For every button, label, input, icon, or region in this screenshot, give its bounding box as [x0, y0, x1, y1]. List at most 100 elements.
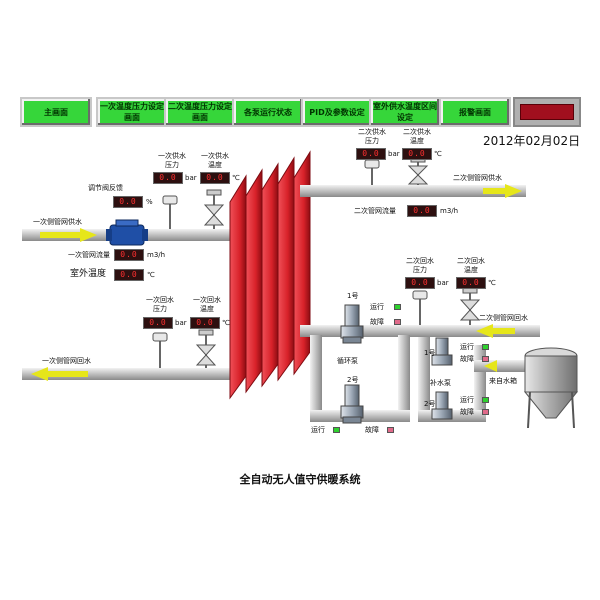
secondary-supply-temp-display: 0.0: [402, 148, 432, 160]
flow-arrow-tank-feed: [484, 360, 497, 372]
unit-celsius: ℃: [488, 279, 496, 287]
secondary-flow-display: 0.0: [407, 205, 437, 217]
primary-flow-display: 0.0: [114, 249, 144, 261]
secondary-return-temp-display: 0.0: [456, 277, 486, 289]
makeup-pump-1-icon[interactable]: [431, 337, 453, 366]
thermometer-icon: [459, 287, 481, 325]
circ-pump-1-running-lamp: [394, 304, 401, 310]
flow-arrow-primary-return: [48, 371, 88, 377]
secondary-return-label: 二次侧管网回水: [479, 314, 528, 322]
unit-bar: bar: [388, 150, 400, 158]
unit-bar: bar: [185, 174, 197, 182]
heat-exchanger: [229, 150, 311, 400]
circ-pump-2-label: 2号: [347, 376, 359, 384]
secondary-flow-label: 二次管网流量: [354, 207, 396, 215]
control-valve-icon[interactable]: [106, 219, 148, 246]
circ-pump-1-fault-label: 故障: [370, 318, 384, 326]
makeup-pump-1-running-label: 运行: [460, 343, 474, 351]
nav-primary-setpoint-button[interactable]: 一次温度压力设定画面: [96, 97, 168, 127]
nav-pid-params-button[interactable]: PID及参数设定: [301, 97, 373, 127]
primary-supply-pressure-display: 0.0: [153, 172, 183, 184]
circ-pump-1-fault-lamp: [394, 319, 401, 325]
thermometer-icon: [407, 156, 429, 185]
secondary-supply-label: 二次侧管网供水: [453, 174, 502, 182]
makeup-pump-2-icon[interactable]: [431, 391, 453, 420]
circ-pump-2-running-label: 运行: [311, 426, 325, 434]
flow-arrow-secondary-return-head: [476, 324, 493, 338]
thermometer-icon: [195, 329, 217, 368]
nav-secondary-setpoint-button[interactable]: 二次温度压力设定画面: [164, 97, 236, 127]
makeup-pump-2-fault-label: 故障: [460, 408, 474, 416]
valve-feedback-display: 0.0: [113, 196, 143, 208]
circ-pump-label: 循环泵: [337, 357, 358, 365]
from-tank-label: 来自水箱: [489, 377, 517, 385]
makeup-pump-1-fault-lamp: [482, 356, 489, 362]
nav-outdoor-range-button[interactable]: 室外供水温度区间设定: [369, 97, 441, 127]
pressure-gauge-icon: [162, 195, 178, 229]
makeup-pump-2-fault-lamp: [482, 409, 489, 415]
unit-celsius: ℃: [232, 174, 240, 182]
circ-pump-2-fault-label: 故障: [365, 426, 379, 434]
outdoor-temp-label: 室外温度: [70, 269, 107, 279]
loop-pipe: [398, 335, 410, 420]
unit-bar: bar: [437, 279, 449, 287]
makeup-pump-label: 补水泵: [430, 379, 451, 387]
secondary-supply-temp-label: 二次供水温度: [403, 128, 431, 145]
loop-pipe: [310, 335, 322, 420]
unit-celsius: ℃: [434, 150, 442, 158]
primary-return-temp-label: 一次回水温度: [193, 296, 221, 313]
primary-supply-temp-display: 0.0: [200, 172, 230, 184]
makeup-pump-2-running-lamp: [482, 397, 489, 403]
circ-pump-1-running-label: 运行: [370, 303, 384, 311]
secondary-supply-pressure-label: 二次供水压力: [358, 128, 386, 145]
flow-arrow-primary-return-head: [31, 367, 48, 381]
flow-arrow-secondary-return: [493, 328, 515, 334]
nav-alarm-button[interactable]: 报警画面: [439, 97, 511, 127]
alarm-indicator[interactable]: [513, 97, 581, 127]
unit-percent: %: [146, 198, 153, 206]
tank-feed-pipe: [474, 360, 534, 372]
flow-arrow-primary-supply: [40, 232, 80, 238]
secondary-return-pressure-display: 0.0: [405, 277, 435, 289]
secondary-supply-pipe: [300, 185, 526, 197]
primary-return-pressure-label: 一次回水压力: [146, 296, 174, 313]
water-tank-icon: [523, 347, 579, 429]
nav-main-button[interactable]: 主画面: [20, 97, 92, 127]
circulation-pump-2-icon[interactable]: [340, 384, 364, 424]
primary-supply-label: 一次侧管网供水: [33, 218, 82, 226]
circ-pump-1-label: 1号: [347, 292, 359, 300]
pressure-gauge-icon: [412, 290, 428, 325]
pressure-gauge-icon: [152, 332, 168, 368]
current-date: 2012年02月02日: [483, 134, 581, 148]
unit-celsius: ℃: [222, 319, 230, 327]
makeup-pump-1-label: 1号: [424, 349, 436, 357]
nav-pump-status-button[interactable]: 各泵运行状态: [232, 97, 304, 127]
makeup-pump-2-label: 2号: [424, 400, 436, 408]
flow-arrow-secondary-supply-head: [505, 184, 522, 198]
primary-return-temp-display: 0.0: [190, 317, 220, 329]
outdoor-temp-display: 0.0: [114, 269, 144, 281]
primary-flow-label: 一次管网流量: [68, 251, 110, 259]
makeup-pump-2-running-label: 运行: [460, 396, 474, 404]
flow-arrow-primary-supply-head: [80, 228, 97, 242]
secondary-return-temp-label: 二次回水温度: [457, 257, 485, 274]
circulation-pump-1-icon[interactable]: [340, 304, 364, 344]
makeup-pump-1-running-lamp: [482, 344, 489, 350]
alarm-lamp: [520, 104, 574, 120]
unit-bar: bar: [175, 319, 187, 327]
flow-arrow-secondary-supply: [483, 188, 505, 194]
pressure-gauge-icon: [364, 159, 380, 185]
secondary-return-pressure-label: 二次回水压力: [406, 257, 434, 274]
thermometer-icon: [203, 189, 225, 229]
unit-flow: m3/h: [440, 207, 459, 215]
unit-celsius: ℃: [147, 271, 155, 279]
unit-flow: m3/h: [147, 251, 166, 259]
primary-supply-pressure-label: 一次供水压力: [158, 152, 186, 169]
circ-pump-2-fault-lamp: [387, 427, 394, 433]
primary-return-pressure-display: 0.0: [143, 317, 173, 329]
secondary-supply-pressure-display: 0.0: [356, 148, 386, 160]
makeup-pipe: [418, 337, 430, 417]
circ-pump-2-running-lamp: [333, 427, 340, 433]
primary-return-label: 一次侧管网回水: [42, 357, 91, 365]
